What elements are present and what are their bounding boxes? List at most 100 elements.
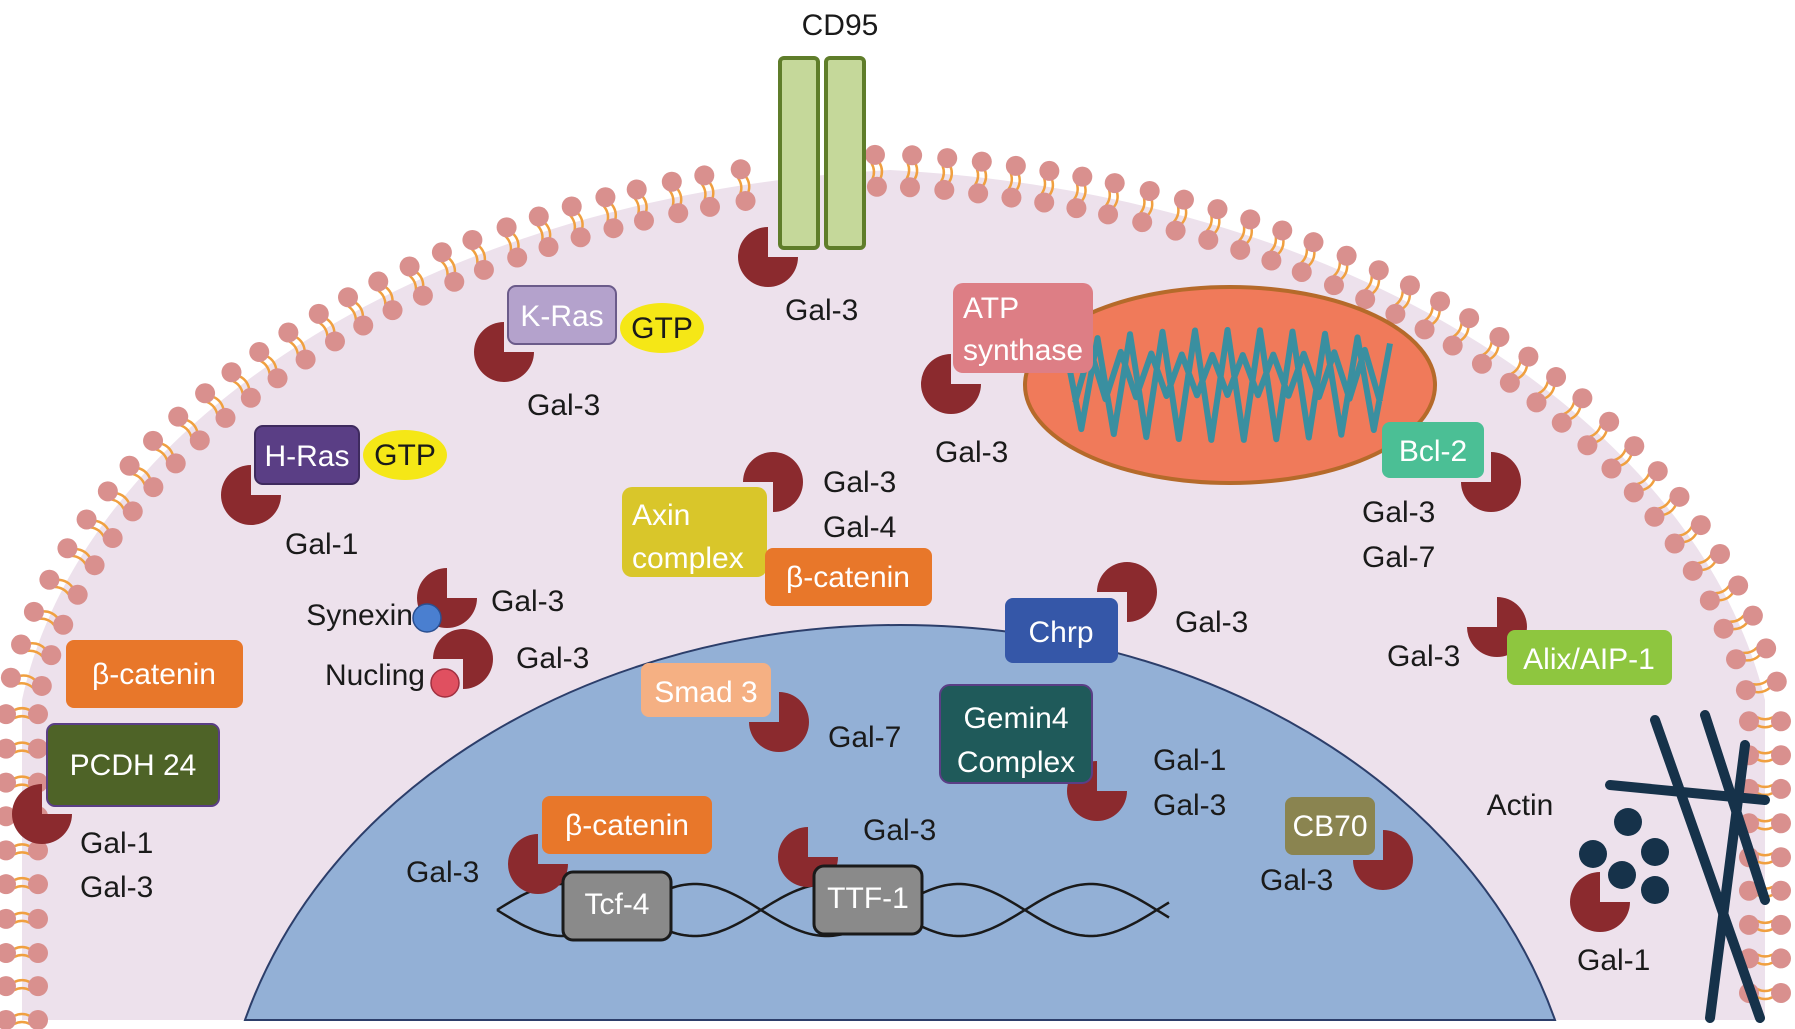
atp-label-2: synthase <box>963 334 1083 367</box>
lipid-head-outer <box>97 481 118 502</box>
gemin4-label-2: Complex <box>957 746 1075 779</box>
lipid-head-inner <box>1601 458 1622 479</box>
galectin-tcf <box>508 834 568 894</box>
lipid-head-inner <box>1066 198 1087 219</box>
lipid-head-inner <box>295 349 316 370</box>
lipid-head-outer <box>0 943 16 964</box>
gal-hras-label: Gal-1 <box>285 528 358 561</box>
lipid-head-inner <box>53 614 74 635</box>
axin-box <box>622 487 767 577</box>
gemin4-label-1: Gemin4 <box>963 702 1068 735</box>
smad3-box <box>641 663 771 717</box>
lipid-head-outer <box>1368 260 1389 281</box>
lipid-head-outer <box>39 569 60 590</box>
lipid-head-outer <box>1771 847 1791 868</box>
lipid-head-inner <box>28 908 48 929</box>
cb70-label: CB70 <box>1292 810 1367 843</box>
lipid-head-outer <box>1669 486 1690 507</box>
lipid-head-inner <box>1165 220 1186 241</box>
lipid-head-outer <box>1771 813 1791 834</box>
gtp-hras <box>363 430 447 480</box>
galectin-atp <box>921 354 981 414</box>
lipid-head-inner <box>1644 506 1665 527</box>
gal-cd95-label: Gal-3 <box>785 294 858 327</box>
gal-tcf-label: Gal-3 <box>406 856 479 889</box>
lipid-head-outer <box>308 303 329 324</box>
synexin-label: Synexin <box>306 599 413 632</box>
lipid-head-inner <box>1739 914 1759 935</box>
lipid-head-inner <box>267 368 288 389</box>
alix-label: Alix/AIP-1 <box>1523 643 1655 676</box>
lipid-head-outer <box>1039 160 1060 181</box>
lipid-head-outer <box>1173 189 1194 210</box>
lipid-head-inner <box>1526 392 1547 413</box>
bcatenin-mid-label: β-catenin <box>786 561 910 594</box>
lipid-head-outer <box>1771 948 1791 969</box>
smad3-label: Smad 3 <box>654 676 757 709</box>
alix-box <box>1507 630 1672 685</box>
lipid-head-outer <box>399 256 420 277</box>
lipid-head-outer <box>1771 982 1791 1003</box>
atp-synthase-box <box>953 283 1093 373</box>
hras-box <box>254 425 360 485</box>
gal-pcdh-label-2: Gal-3 <box>80 871 153 904</box>
lipid-head-outer <box>1572 388 1593 409</box>
lipid-head-inner <box>668 203 689 224</box>
lipid-head-outer <box>1005 155 1026 176</box>
lipid-head-inner <box>1735 680 1756 701</box>
galectin-kras <box>474 322 534 382</box>
gal-pcdh-label-1: Gal-1 <box>80 827 153 860</box>
lipid-head-outer <box>1272 220 1293 241</box>
lipid-head-inner <box>1499 372 1520 393</box>
lipid-head-inner <box>1198 229 1219 250</box>
lipid-head-outer <box>1546 367 1567 388</box>
lipid-head-inner <box>934 179 955 200</box>
lipid-head-inner <box>1034 192 1055 213</box>
lipid-head-inner <box>899 177 920 198</box>
lipid-head-outer <box>1072 166 1093 187</box>
lipid-head-outer <box>1771 880 1791 901</box>
lipid-head-inner <box>102 528 123 549</box>
galectin-cd95 <box>738 227 798 287</box>
synexin-ball <box>412 603 442 633</box>
cd95-receptor <box>778 56 866 250</box>
axin-label-1: Axin <box>632 499 690 532</box>
lipid-head-inner <box>1230 239 1251 260</box>
galectin-smad <box>749 692 809 752</box>
lipid-head-inner <box>28 943 48 964</box>
gal-actin-label: Gal-1 <box>1577 944 1650 977</box>
lipid-head-outer <box>1742 605 1763 626</box>
lipid-head-inner <box>28 840 48 861</box>
galectin-hras <box>221 465 281 525</box>
lipid-head-inner <box>353 315 374 336</box>
lipid-head-outer <box>11 634 32 655</box>
lipid-head-outer <box>0 704 16 725</box>
lipid-head-inner <box>1442 335 1463 356</box>
gal-alix-label: Gal-3 <box>1387 640 1460 673</box>
galectin-cb70 <box>1353 830 1413 890</box>
gal-cb70-label: Gal-3 <box>1260 864 1333 897</box>
gal-axin-label-1: Gal-3 <box>823 466 896 499</box>
lipid-head-outer <box>661 171 682 192</box>
bcatenin-left-box <box>66 640 243 708</box>
gtp-hras-label: GTP <box>374 439 436 472</box>
lipid-head-outer <box>0 908 16 929</box>
bcatenin-mid-box <box>765 548 932 606</box>
lipid-head-outer <box>1728 575 1749 596</box>
lipid-head-inner <box>1623 482 1644 503</box>
lipid-head-inner <box>866 176 887 197</box>
lipid-head-outer <box>626 179 647 200</box>
lipid-head-outer <box>1399 275 1420 296</box>
lipid-head-inner <box>699 196 720 217</box>
lipid-head-inner <box>412 285 433 306</box>
lipid-head-outer <box>0 772 16 793</box>
lipid-head-inner <box>28 874 48 895</box>
lipid-head-inner <box>1323 275 1344 296</box>
lipid-head-inner <box>1664 533 1685 554</box>
gal-nucling-label: Gal-3 <box>516 642 589 675</box>
lipid-head-outer <box>694 165 715 186</box>
lipid-head-outer <box>1303 232 1324 253</box>
lipid-head-inner <box>1385 303 1406 324</box>
